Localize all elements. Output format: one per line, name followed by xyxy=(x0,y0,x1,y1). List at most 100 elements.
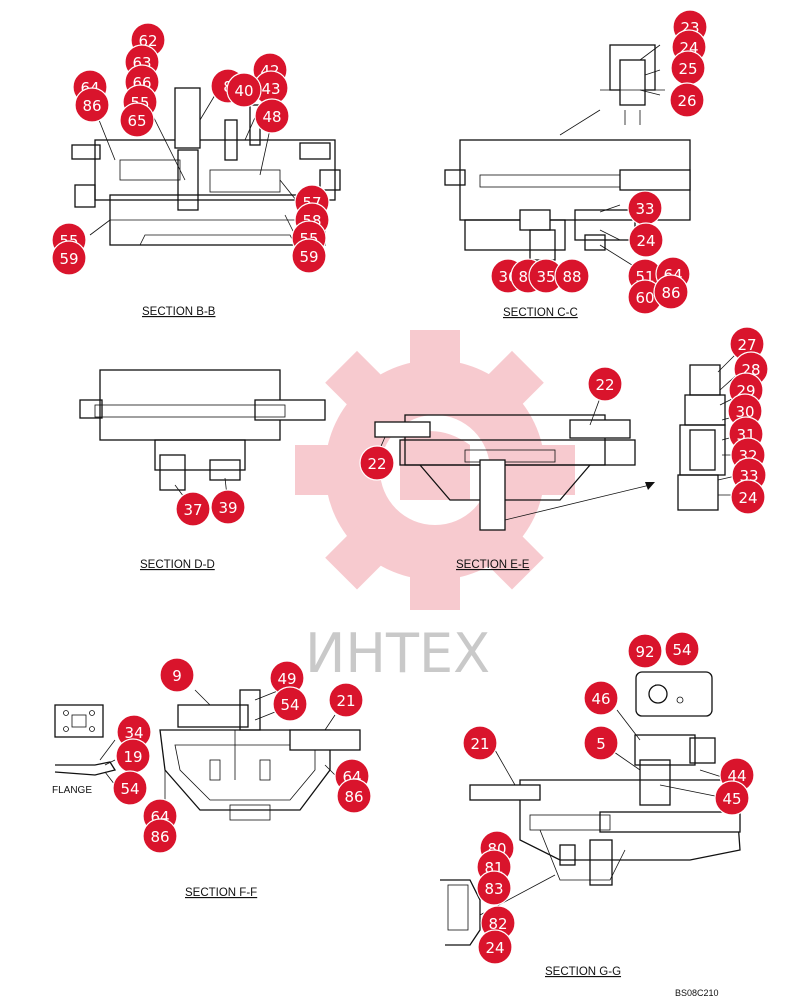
callout-circle xyxy=(291,238,327,274)
callout-46: 46 xyxy=(583,680,619,716)
callout-83: 83 xyxy=(476,870,512,906)
watermark-text: ИНТЕХ xyxy=(305,622,490,685)
section-ee-drawing xyxy=(374,397,655,531)
callout-number: 49 xyxy=(277,670,296,688)
callout-circle xyxy=(462,725,498,761)
watermark-logo xyxy=(295,330,575,610)
callout-circle xyxy=(627,633,663,669)
callout-circle xyxy=(254,98,290,134)
callout-circle xyxy=(359,445,395,481)
section-gg-drawing xyxy=(440,671,741,946)
callout-circle xyxy=(74,87,110,123)
callout-65: 65 xyxy=(119,102,155,138)
callout-circle xyxy=(730,479,766,515)
callout-54: 54 xyxy=(272,686,308,722)
callout-number: 59 xyxy=(299,248,318,266)
callout-19: 19 xyxy=(115,738,151,774)
callout-number: 21 xyxy=(336,692,355,710)
callout-number: 37 xyxy=(183,501,202,519)
callout-layer: 6263666486556584243404857585559555923242… xyxy=(51,9,769,965)
section-cc-drawing xyxy=(444,44,691,271)
callout-number: 46 xyxy=(591,690,610,708)
callout-number: 24 xyxy=(636,232,655,250)
callout-22: 22 xyxy=(587,366,623,402)
callout-number: 92 xyxy=(635,643,654,661)
callout-number: 19 xyxy=(123,748,142,766)
callout-circle xyxy=(669,82,705,118)
callout-24: 24 xyxy=(730,479,766,515)
callout-92: 92 xyxy=(627,633,663,669)
callout-number: 24 xyxy=(738,489,757,507)
callout-9: 9 xyxy=(159,657,195,693)
callout-circle xyxy=(477,929,513,965)
callout-number: 59 xyxy=(59,250,78,268)
callout-circle xyxy=(628,222,664,258)
section-ff-label: SECTION F-F xyxy=(185,887,257,899)
flange-label: FLANGE xyxy=(52,785,92,796)
callout-number: 65 xyxy=(127,112,146,130)
detail-ee-drawing xyxy=(677,349,741,511)
callout-number: 54 xyxy=(120,780,139,798)
callout-circle xyxy=(554,258,590,294)
callout-40: 40 xyxy=(226,72,262,108)
section-bb-label: SECTION B-B xyxy=(142,306,216,318)
callout-number: 35 xyxy=(536,268,555,286)
callout-number: 22 xyxy=(367,455,386,473)
callout-37: 37 xyxy=(175,491,211,527)
callout-number: 25 xyxy=(678,60,697,78)
callout-number: 33 xyxy=(635,200,654,218)
callout-59: 59 xyxy=(51,240,87,276)
callout-33: 33 xyxy=(627,190,663,226)
callout-86: 86 xyxy=(142,818,178,854)
drawing-code: BS08C210 xyxy=(675,988,719,998)
callout-number: 86 xyxy=(150,828,169,846)
callout-number: 27 xyxy=(737,336,756,354)
callout-26: 26 xyxy=(669,82,705,118)
callout-24: 24 xyxy=(628,222,664,258)
callout-number: 22 xyxy=(595,376,614,394)
callout-24: 24 xyxy=(477,929,513,965)
callout-21: 21 xyxy=(462,725,498,761)
callout-35: 35 xyxy=(528,258,564,294)
callout-circle xyxy=(336,778,372,814)
callout-49: 49 xyxy=(269,660,305,696)
callout-number: 86 xyxy=(344,788,363,806)
callout-5: 5 xyxy=(583,725,619,761)
callout-21: 21 xyxy=(328,682,364,718)
callout-circle xyxy=(112,770,148,806)
callout-number: 43 xyxy=(261,80,280,98)
callout-number: 54 xyxy=(672,641,691,659)
callout-circle xyxy=(664,631,700,667)
callout-number: 86 xyxy=(661,284,680,302)
callout-number: 5 xyxy=(596,735,606,753)
section-cc-label: SECTION C-C xyxy=(503,307,578,319)
callout-circle xyxy=(210,489,246,525)
callout-circle xyxy=(476,870,512,906)
callout-number: 26 xyxy=(677,92,696,110)
callout-number: 82 xyxy=(488,915,507,933)
callout-number: 48 xyxy=(262,108,281,126)
callout-circle xyxy=(226,72,262,108)
callout-48: 48 xyxy=(254,98,290,134)
callout-circle xyxy=(159,657,195,693)
callout-number: 21 xyxy=(470,735,489,753)
callout-number: 86 xyxy=(82,97,101,115)
callout-number: 45 xyxy=(722,790,741,808)
callout-45: 45 xyxy=(714,780,750,816)
callout-circle xyxy=(328,682,364,718)
callout-number: 83 xyxy=(484,880,503,898)
callout-88: 88 xyxy=(554,258,590,294)
callout-circle xyxy=(714,780,750,816)
callout-number: 34 xyxy=(124,724,143,742)
callout-59: 59 xyxy=(291,238,327,274)
callout-number: 88 xyxy=(562,268,581,286)
callout-86: 86 xyxy=(336,778,372,814)
callout-86: 86 xyxy=(653,274,689,310)
section-gg-label: SECTION G-G xyxy=(545,966,621,978)
callout-number: 60 xyxy=(635,289,654,307)
callout-circle xyxy=(175,491,211,527)
section-ff-drawing xyxy=(54,689,361,821)
section-bb-drawing xyxy=(71,87,341,246)
